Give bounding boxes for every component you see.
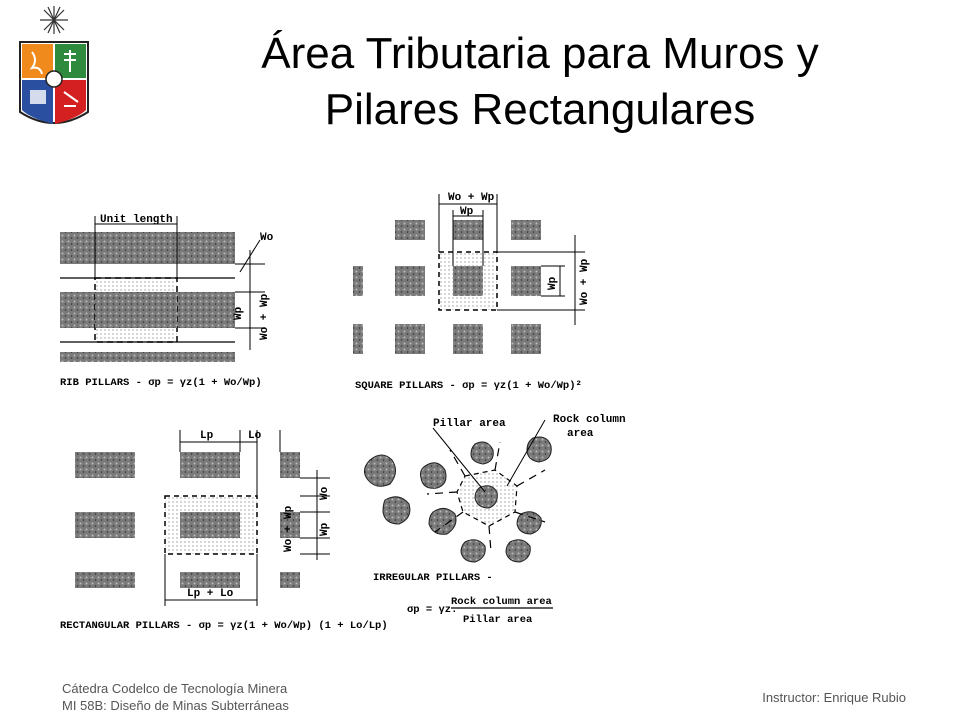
square-pillar: [511, 266, 541, 296]
shield-icon: [19, 41, 89, 124]
square-pillar: [395, 266, 425, 296]
university-logo: [12, 2, 96, 132]
irregular-denominator: Pillar area: [463, 614, 533, 626]
rect-pillar: [280, 512, 300, 538]
title-line-2: Pilares Rectangulares: [324, 85, 756, 134]
rect-pillar: [280, 452, 300, 478]
rib-wo-wp-label: Wo + Wp: [259, 293, 271, 340]
square-pillar: [453, 220, 483, 240]
rect-pillar: [180, 572, 240, 588]
rock-column-area-label: area: [567, 428, 594, 440]
irregular-numerator: Rock column area: [451, 596, 553, 608]
rib-caption: RIB PILLARS - σp = γz(1 + Wo/Wp): [60, 377, 262, 389]
rect-wp-label: Wp: [319, 522, 331, 536]
square-caption: SQUARE PILLARS - σp = γz(1 + Wo/Wp)²: [355, 380, 582, 392]
rib-wp-label: Wp: [233, 306, 245, 320]
irregular-caption: IRREGULAR PILLARS -: [373, 572, 493, 584]
instructor-name: Instructor: Enrique Rubio: [762, 690, 906, 705]
rib-pillars-diagram: Unit length Wo Wp Wo + Wp RIB PILLARS - …: [60, 214, 274, 389]
course-name: MI 58B: Diseño de Minas Subterráneas: [62, 698, 289, 713]
irregular-pillars-diagram: Pillar area Rock column area IRREGULAR P…: [364, 414, 626, 626]
rect-pillar: [75, 572, 135, 588]
star-icon: [40, 6, 68, 34]
square-pillars-diagram: Wo + Wp Wp Wp Wo + Wp SQUARE PILLARS - σ…: [353, 192, 591, 392]
pillar-diagram-figure: Unit length Wo Wp Wo + Wp RIB PILLARS - …: [60, 192, 626, 632]
title-line-1: Área Tributaria para Muros y: [261, 29, 819, 78]
rect-lo-label: Lo: [248, 430, 262, 442]
square-wp-top-label: Wp: [460, 206, 474, 218]
square-pillar: [353, 324, 363, 354]
square-wp-side-label: Wp: [547, 276, 559, 290]
irregular-formula-prefix: σp = γz.: [407, 604, 457, 616]
rect-pillar: [280, 572, 300, 588]
rect-lp-label: Lp: [200, 430, 214, 442]
rib-pillar-3: [60, 352, 235, 362]
square-wo-wp-top-label: Wo + Wp: [448, 192, 495, 204]
rect-wo-label: Wo: [319, 486, 331, 500]
footer-left: Cátedra Codelco de Tecnología Minera MI …: [62, 680, 289, 714]
rect-caption: RECTANGULAR PILLARS - σp = γz(1 + Wo/Wp)…: [60, 620, 388, 632]
rect-pillar: [180, 452, 240, 478]
rect-pillar: [75, 452, 135, 478]
chair-name: Cátedra Codelco de Tecnología Minera: [62, 681, 288, 696]
rib-wo-label: Wo: [260, 232, 274, 244]
irregular-pillar: [364, 436, 552, 563]
pillar-area-label: Pillar area: [433, 418, 506, 430]
square-pillar: [395, 220, 425, 240]
rib-pillar-1: [60, 232, 235, 264]
square-pillar: [353, 266, 363, 296]
rect-wo-wp-label: Wo + Wp: [283, 505, 295, 552]
square-wo-wp-side-label: Wo + Wp: [579, 258, 591, 305]
rect-lp-lo-label: Lp + Lo: [187, 588, 234, 600]
rect-pillar: [75, 512, 135, 538]
square-pillar: [453, 324, 483, 354]
rock-column-label: Rock column: [553, 414, 626, 426]
center-pillar: [474, 485, 498, 509]
square-pillar: [453, 266, 483, 296]
slide-title: Área Tributaria para Muros y Pilares Rec…: [120, 26, 960, 138]
square-pillar: [395, 324, 425, 354]
rect-pillar: [180, 512, 240, 538]
rectangular-pillars-diagram: Lp Lo Lp + Lo Wo Wo + Wp Wp RECTANGULAR …: [60, 430, 388, 632]
unit-length-label: Unit length: [100, 214, 173, 226]
square-pillar: [511, 220, 541, 240]
square-pillar: [511, 324, 541, 354]
